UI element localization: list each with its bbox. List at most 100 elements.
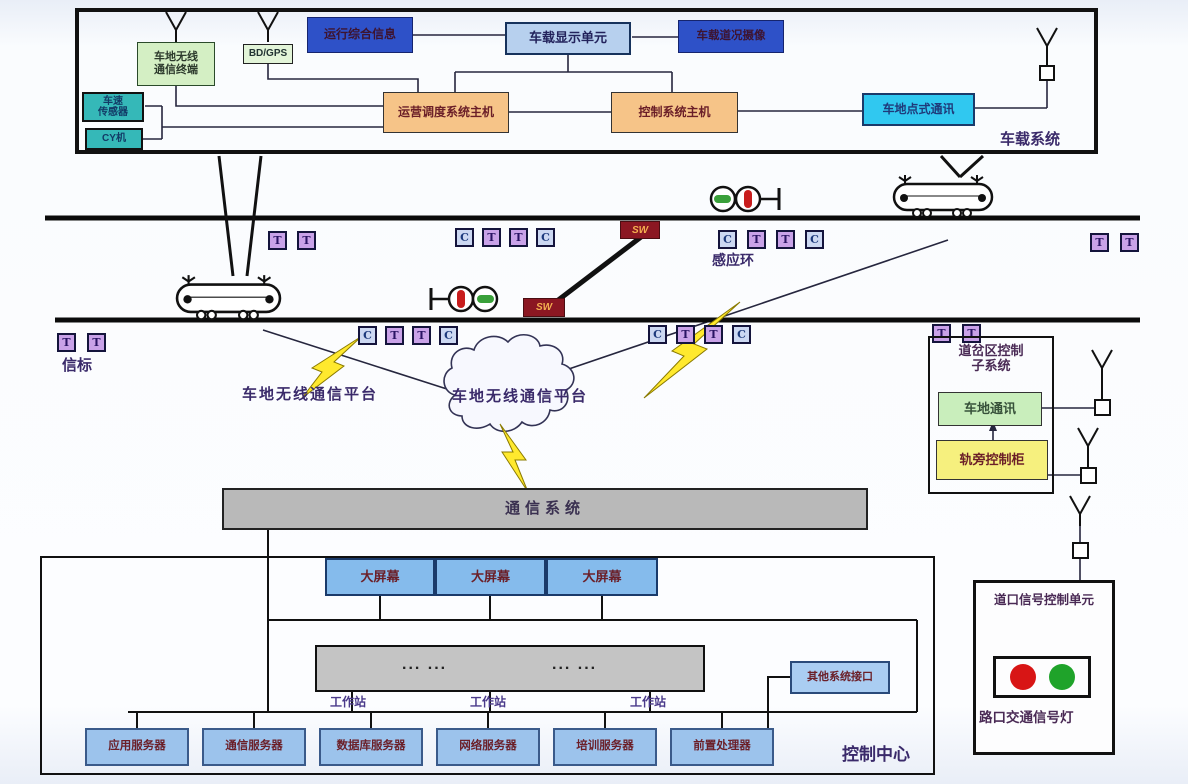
transponder-tag[interactable]: T bbox=[482, 228, 501, 247]
wireless-platform-cloud-label: 车地无线通信平台 bbox=[452, 388, 589, 405]
operation-info-label: 运行综合信息 bbox=[323, 27, 396, 42]
track-lines bbox=[45, 215, 1140, 323]
road-camera-label: 车载道况摄像 bbox=[696, 29, 766, 42]
antenna-icon bbox=[1077, 427, 1099, 459]
loop-tag[interactable]: C bbox=[805, 230, 824, 249]
loop-tag[interactable]: C bbox=[648, 325, 667, 344]
control-system-host-label: 控制系统主机 bbox=[638, 104, 711, 119]
transponder-tag[interactable]: T bbox=[704, 325, 723, 344]
radio-terminal-label-line2: 通信终端 bbox=[154, 64, 198, 76]
loop-tag[interactable]: C bbox=[455, 228, 474, 247]
network-server-box[interactable]: 网络服务器 bbox=[436, 728, 540, 766]
control-center-label: 控制中心 bbox=[842, 745, 910, 764]
radio-unit-icon bbox=[1094, 399, 1111, 416]
control-system-host-box[interactable]: 控制系统主机 bbox=[611, 92, 738, 133]
bd-gps-box[interactable]: BD/GPS bbox=[243, 44, 293, 64]
operation-info-box[interactable]: 运行综合信息 bbox=[307, 17, 413, 53]
transponder-tag[interactable]: T bbox=[268, 231, 287, 250]
wireless-platform-label: 车地无线通信平台 bbox=[242, 386, 379, 403]
onboard-system-frame bbox=[75, 8, 1098, 154]
bd-gps-label: BD/GPS bbox=[248, 48, 288, 60]
database-server-box[interactable]: 数据库服务器 bbox=[319, 728, 423, 766]
train-icon bbox=[892, 173, 994, 219]
transponder-tag[interactable]: T bbox=[776, 230, 795, 249]
application-server-box[interactable]: 应用服务器 bbox=[85, 728, 189, 766]
communication-system-label: 通信系统 bbox=[504, 500, 585, 518]
ground-train-comm-label: 车地通讯 bbox=[963, 400, 1016, 416]
antenna-icon bbox=[1069, 495, 1091, 527]
radio-terminal-label-line1: 车地无线 bbox=[154, 51, 198, 64]
ellipsis-dots: ... ... bbox=[552, 656, 598, 673]
train-icon bbox=[175, 273, 282, 321]
dispatch-system-host-box[interactable]: 运营调度系统主机 bbox=[383, 92, 509, 133]
dispatch-system-host-label: 运营调度系统主机 bbox=[397, 104, 494, 119]
database-server-label: 数据库服务器 bbox=[336, 740, 406, 753]
other-system-interface-box[interactable]: 其他系统接口 bbox=[790, 661, 890, 694]
transponder-tag[interactable]: T bbox=[932, 324, 951, 343]
switch-link-line bbox=[555, 235, 643, 303]
control-center-frame bbox=[40, 556, 935, 775]
radio-unit-icon bbox=[1072, 542, 1089, 559]
train-link-lines bbox=[217, 154, 985, 277]
transponder-tag[interactable]: T bbox=[385, 326, 404, 345]
workstation-rack-box bbox=[315, 645, 705, 692]
traffic-light-label: 路口交通信号灯 bbox=[979, 710, 1074, 725]
point-communication-label: 车地点式通讯 bbox=[882, 101, 955, 116]
front-end-processor-box[interactable]: 前置处理器 bbox=[670, 728, 774, 766]
loop-tag[interactable]: C bbox=[536, 228, 555, 247]
loop-tag[interactable]: C bbox=[718, 230, 737, 249]
transponder-tag[interactable]: T bbox=[747, 230, 766, 249]
workstation-label: 工作站 bbox=[470, 695, 507, 709]
big-screen-box[interactable]: 大屏幕 bbox=[325, 558, 435, 596]
loop-tag[interactable]: C bbox=[439, 326, 458, 345]
cy-unit-label: CY机 bbox=[102, 133, 126, 145]
transponder-tag[interactable]: T bbox=[1120, 233, 1139, 252]
switch-area-title-line1: 道岔区控制 bbox=[958, 343, 1024, 358]
big-screen-box[interactable]: 大屏幕 bbox=[546, 558, 658, 596]
traffic-light-box bbox=[993, 656, 1091, 698]
transponder-tag[interactable]: T bbox=[412, 326, 431, 345]
ellipsis-dots: ... ... bbox=[402, 656, 448, 673]
transponder-tag[interactable]: T bbox=[87, 333, 106, 352]
crossing-signal-unit-title: 道口信号控制单元 bbox=[993, 593, 1094, 607]
antenna-icon bbox=[1091, 349, 1113, 381]
train-ground-radio-terminal-box[interactable]: 车地无线 通信终端 bbox=[137, 42, 215, 86]
cy-unit-box[interactable]: CY机 bbox=[85, 128, 143, 150]
transponder-tag[interactable]: T bbox=[962, 324, 981, 343]
ground-train-comm-box[interactable]: 车地通讯 bbox=[938, 392, 1042, 426]
switch-area-title-line2: 子系统 bbox=[971, 357, 1011, 373]
trackside-cabinet-box[interactable]: 轨旁控制柜 bbox=[936, 440, 1048, 480]
red-light-icon bbox=[1009, 664, 1036, 690]
trackside-cabinet-label: 轨旁控制柜 bbox=[959, 451, 1025, 467]
cloud-icon bbox=[443, 334, 575, 433]
workstation-label: 工作站 bbox=[330, 695, 367, 709]
onboard-system-label: 车载系统 bbox=[1000, 131, 1061, 148]
transponder-tag[interactable]: T bbox=[509, 228, 528, 247]
big-screen-label: 大屏幕 bbox=[582, 568, 622, 584]
speed-sensor-label-line1: 车速 bbox=[103, 95, 123, 107]
communication-server-label: 通信服务器 bbox=[225, 740, 283, 753]
transponder-tag[interactable]: T bbox=[1090, 233, 1109, 252]
signal-icon bbox=[709, 185, 781, 213]
front-end-processor-label: 前置处理器 bbox=[693, 740, 751, 753]
beacon-label: 信标 bbox=[62, 357, 93, 374]
communication-system-bar[interactable]: 通信系统 bbox=[222, 488, 868, 530]
speed-sensor-box[interactable]: 车速 传感器 bbox=[82, 92, 144, 122]
loop-tag[interactable]: C bbox=[732, 325, 751, 344]
road-camera-box[interactable]: 车载道况摄像 bbox=[678, 20, 784, 53]
onboard-display-unit-box[interactable]: 车载显示单元 bbox=[505, 22, 631, 55]
switch-box[interactable]: SW bbox=[523, 298, 565, 317]
communication-server-box[interactable]: 通信服务器 bbox=[202, 728, 306, 766]
transponder-tag[interactable]: T bbox=[57, 333, 76, 352]
training-server-box[interactable]: 培训服务器 bbox=[553, 728, 657, 766]
point-communication-box[interactable]: 车地点式通讯 bbox=[862, 93, 975, 126]
network-server-label: 网络服务器 bbox=[459, 740, 517, 753]
loop-tag[interactable]: C bbox=[358, 326, 377, 345]
onboard-display-unit-label: 车载显示单元 bbox=[528, 30, 607, 46]
big-screen-label: 大屏幕 bbox=[470, 568, 510, 584]
big-screen-box[interactable]: 大屏幕 bbox=[435, 558, 546, 596]
signal-icon bbox=[429, 285, 499, 313]
switch-box[interactable]: SW bbox=[620, 221, 660, 239]
transponder-tag[interactable]: T bbox=[676, 325, 695, 344]
transponder-tag[interactable]: T bbox=[297, 231, 316, 250]
